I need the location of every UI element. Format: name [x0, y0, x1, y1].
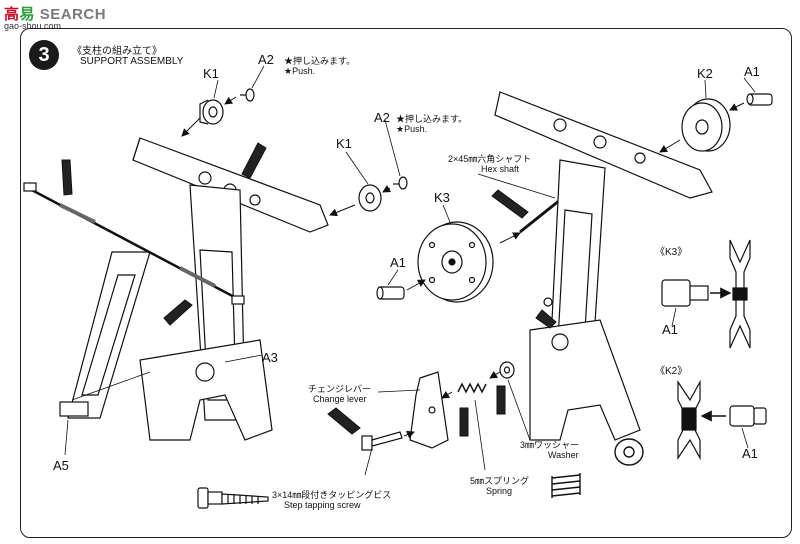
- push-note-en-1: ★Push.: [284, 66, 316, 76]
- right-a1-bushing: [746, 93, 773, 106]
- detail-k2-a1-label: A1: [742, 446, 758, 461]
- detail-k3-title: 《K3》: [655, 247, 688, 258]
- hex-shaft-en: Hex shaft: [481, 164, 520, 174]
- step-screw-en: Step tapping screw: [284, 500, 361, 510]
- label-a5: A5: [53, 458, 69, 473]
- detail-k2-cross-section: [677, 379, 701, 461]
- label-k3: K3: [434, 190, 450, 205]
- watermark-logo: 高易 SEARCH: [4, 3, 106, 24]
- change-lever-jp: チェンジレバー: [308, 384, 372, 394]
- loose-washer: [614, 438, 644, 466]
- leader-lines: [64, 65, 756, 476]
- label-a1-mid: A1: [390, 255, 406, 270]
- k3-a1-bushing: [376, 286, 405, 300]
- change-lever-en: Change lever: [313, 394, 367, 404]
- watermark-url: gao-shou.com: [4, 21, 62, 31]
- watermark-part-b: 易: [19, 6, 36, 23]
- label-a1-top: A1: [744, 64, 760, 79]
- change-lever: [409, 371, 449, 449]
- step-title-jp: 《支柱の組み立て》: [72, 46, 162, 57]
- k3-pulley: [417, 221, 494, 303]
- spring-en: Spring: [486, 486, 513, 496]
- watermark-part-c: SEARCH: [39, 6, 107, 23]
- label-a2-top: A2: [258, 52, 274, 67]
- washer-part: [499, 361, 515, 379]
- lever-grease-tubes: [327, 385, 506, 437]
- diagram-frame: [20, 28, 792, 538]
- spring-jp: 5㎜スプリング: [470, 476, 530, 486]
- right-k2-wheel: [681, 98, 731, 152]
- right-support-assembly: [494, 91, 713, 441]
- step-number-badge: 3: [29, 40, 59, 70]
- detail-k3-a1: [661, 279, 709, 307]
- mid-a2-pin: [393, 176, 408, 190]
- left-k1-wheel: [199, 99, 224, 125]
- detail-k3-cross-section: [729, 239, 751, 349]
- label-k1-mid: K1: [336, 136, 352, 151]
- detail-k2-title: 《K2》: [655, 366, 688, 377]
- step-screw-jp: 3×14㎜段付きタッピングビス: [272, 490, 392, 500]
- push-note-en-2: ★Push.: [396, 124, 428, 134]
- lever-screw: [361, 431, 403, 451]
- washer-jp: 3㎜ワッシャー: [520, 440, 580, 450]
- push-note-jp-1: ★押し込みます。: [284, 56, 356, 66]
- detail-k2-a1: [729, 405, 767, 427]
- label-k2-top: K2: [697, 66, 713, 81]
- washer-en: Washer: [548, 450, 579, 460]
- loose-spring: [551, 473, 581, 498]
- label-k1-top: K1: [203, 66, 219, 81]
- right-grease-tubes: [491, 189, 557, 329]
- push-note-jp-2: ★押し込みます。: [396, 114, 468, 124]
- detail-k3-a1-label: A1: [662, 322, 678, 337]
- left-support-assembly: [23, 137, 329, 441]
- left-grease-tubes: [61, 142, 267, 326]
- mid-k1-wheel: [358, 184, 382, 212]
- label-a2-mid: A2: [374, 110, 390, 125]
- hex-shaft-jp: 2×45㎜六角シャフト: [448, 154, 532, 164]
- loose-step-screw: [197, 487, 269, 509]
- left-a2-pin: [240, 88, 255, 102]
- step-title-en: SUPPORT ASSEMBLY: [80, 56, 184, 67]
- watermark-part-a: 高: [4, 6, 20, 23]
- spring-part: [457, 382, 487, 394]
- label-a3: A3: [262, 350, 278, 365]
